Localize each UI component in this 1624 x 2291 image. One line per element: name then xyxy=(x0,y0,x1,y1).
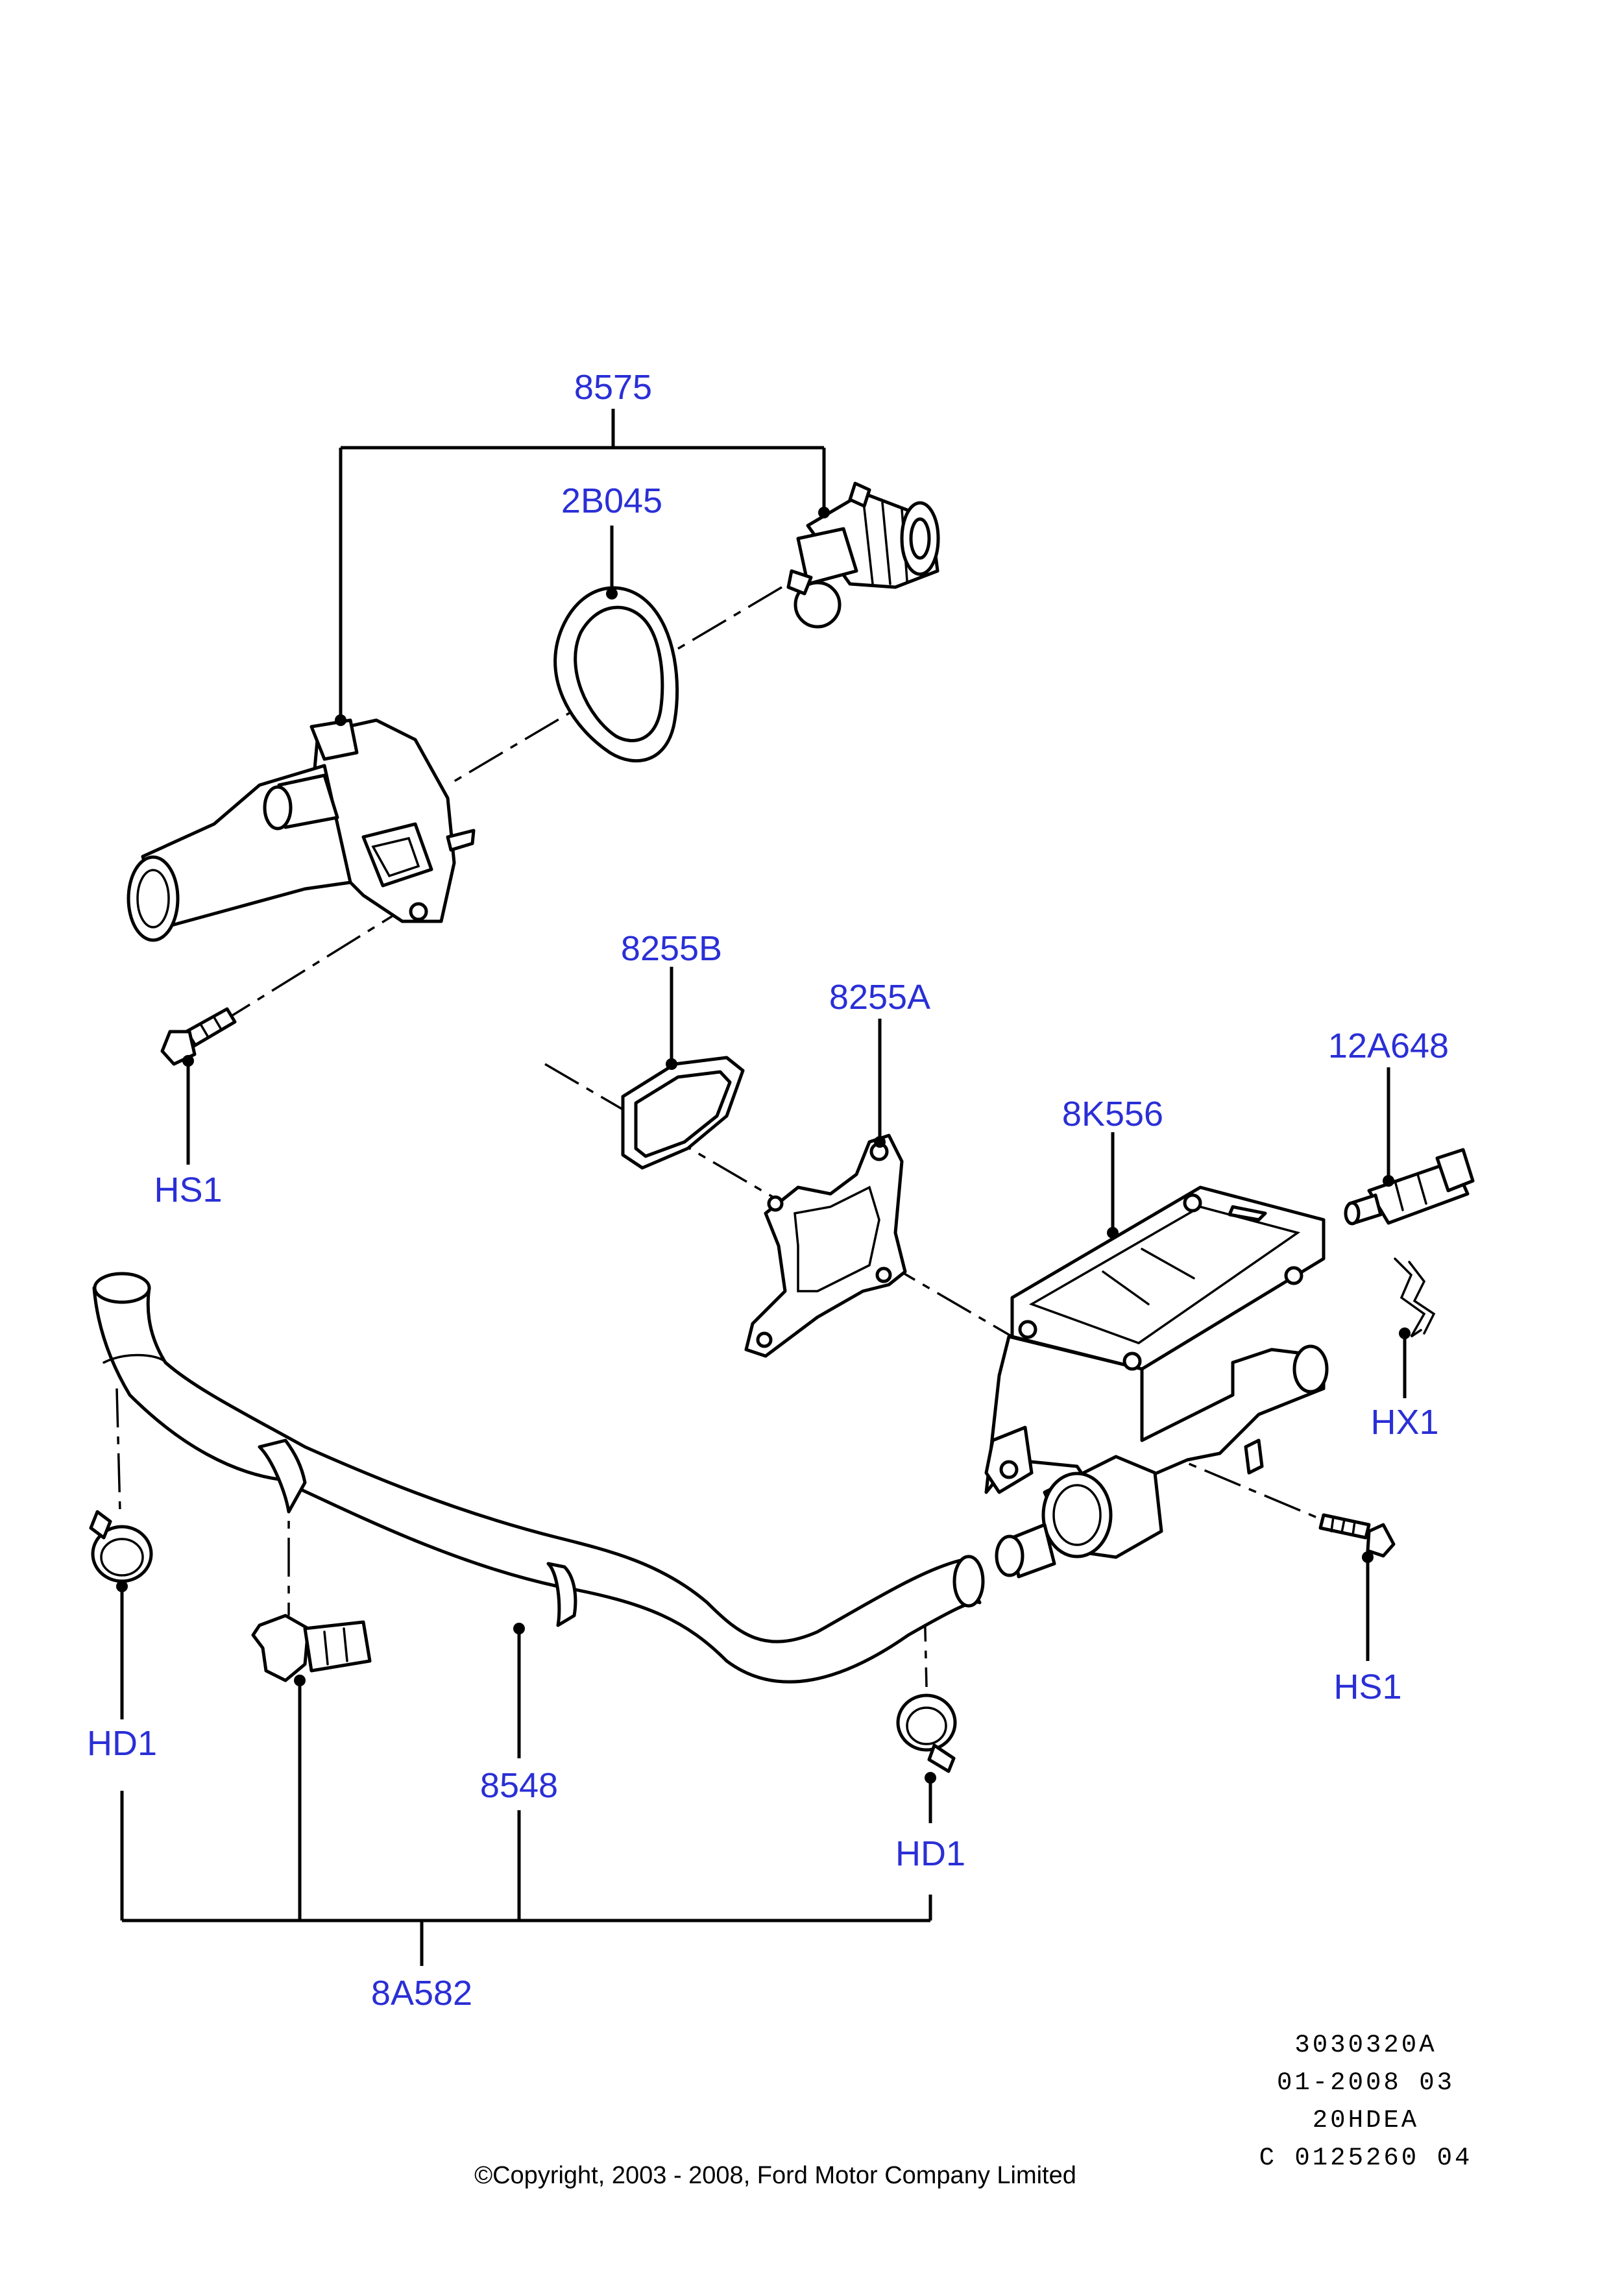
callout-8a582[interactable]: 8A582 xyxy=(371,1974,472,2013)
clamp-left-part xyxy=(89,1510,153,1583)
clamp-right-part xyxy=(896,1693,957,1773)
ref-code-4: C 0125260 04 xyxy=(1259,2144,1473,2172)
copyright-text: ©Copyright, 2003 - 2008, Ford Motor Comp… xyxy=(474,2162,1076,2189)
bolt-lower-part xyxy=(1318,1513,1396,1558)
callout-labels: 8575 2B045 HS1 8255B 8255A 8K556 12A648 … xyxy=(87,368,1449,2013)
ref-code-2: 01-2008 03 xyxy=(1277,2068,1455,2097)
sensor-part xyxy=(1344,1148,1475,1226)
callout-12a648[interactable]: 12A648 xyxy=(1328,1026,1449,1065)
callout-8548[interactable]: 8548 xyxy=(480,1766,558,1805)
hose-part xyxy=(92,1272,985,1684)
ref-code-3: 20HDEA xyxy=(1313,2106,1419,2135)
assembly-axis-lines xyxy=(115,586,1350,1688)
callout-2b045[interactable]: 2B045 xyxy=(561,481,662,520)
hose-bracket-part xyxy=(251,1614,372,1682)
callout-hs1-lower[interactable]: HS1 xyxy=(1333,1667,1401,1706)
gasket-b-part xyxy=(621,1056,745,1170)
reference-codes: 3030320A 01-2008 03 20HDEA C 0125260 04 xyxy=(1259,2031,1473,2172)
callout-hx1[interactable]: HX1 xyxy=(1370,1403,1438,1442)
callout-hs1-upper[interactable]: HS1 xyxy=(154,1170,222,1209)
callout-8255a[interactable]: 8255A xyxy=(829,978,930,1017)
gasket-a-part xyxy=(744,1133,907,1358)
bolt-upper-part xyxy=(160,1007,237,1066)
housing-part xyxy=(984,1185,1329,1579)
thermostat-seal-part xyxy=(553,586,679,763)
callout-8255b[interactable]: 8255B xyxy=(621,929,722,968)
callout-hd1-right[interactable]: HD1 xyxy=(895,1834,965,1873)
clip-part xyxy=(1394,1257,1436,1338)
thermostat-part xyxy=(786,481,940,629)
callout-8k556[interactable]: 8K556 xyxy=(1062,1095,1163,1133)
ref-code-1: 3030320A xyxy=(1294,2031,1436,2059)
callout-hd1-left[interactable]: HD1 xyxy=(87,1724,157,1763)
leader-lines xyxy=(116,409,1411,1966)
callout-8575[interactable]: 8575 xyxy=(574,368,652,407)
water-outlet-part xyxy=(127,718,476,942)
